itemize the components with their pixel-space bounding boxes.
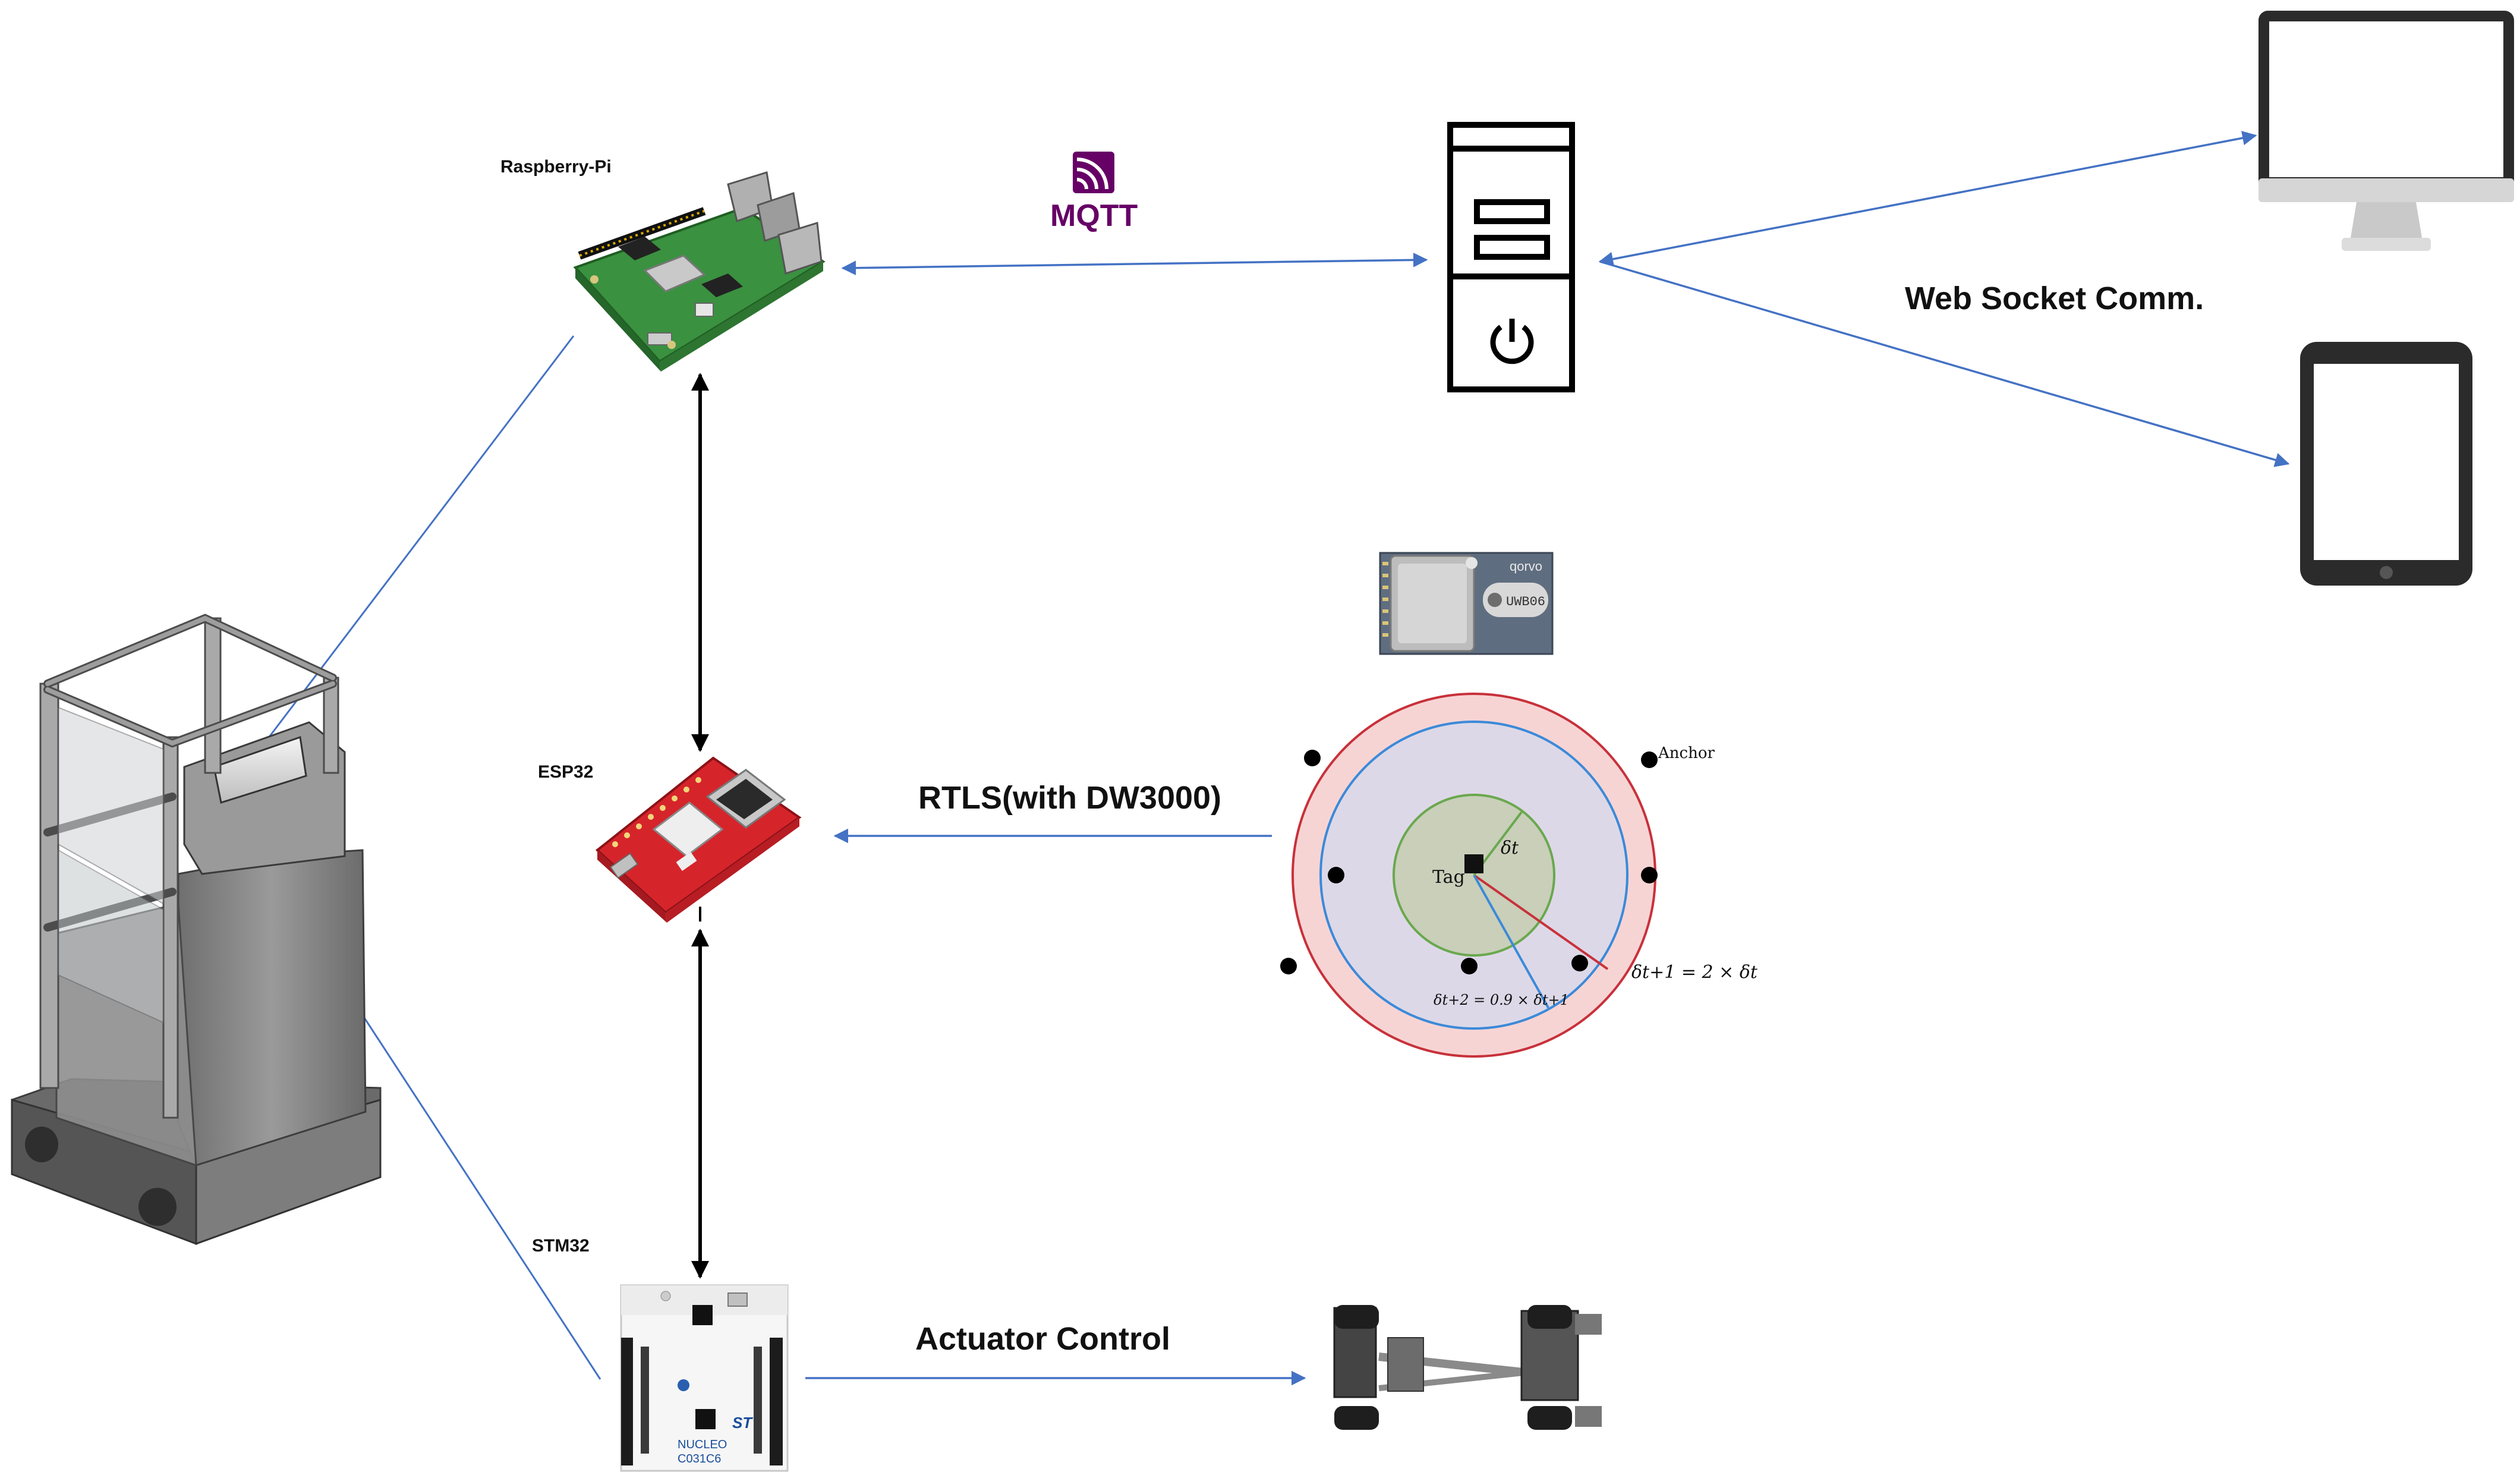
robot-cart-image xyxy=(11,614,382,1246)
nucleo-brand: ST xyxy=(732,1414,753,1432)
rtls-label: RTLS(with DW3000) xyxy=(918,780,1221,816)
nucleo-line2: C031C6 xyxy=(678,1452,721,1465)
eq-delta-t1-label: δt+1 = 2 × δt xyxy=(1631,962,1758,983)
anchor-dots xyxy=(1280,750,1658,974)
mqtt-label: MQTT xyxy=(1050,199,1138,233)
uwb-module-image: qorvo UWB06 xyxy=(1379,552,1554,655)
uwb-model: UWB06 xyxy=(1506,595,1545,609)
tag-label: Tag xyxy=(1432,867,1465,888)
tag-marker xyxy=(1464,854,1483,873)
uwb-brand: qorvo xyxy=(1510,559,1542,574)
monitor-icon xyxy=(2258,11,2514,251)
esp32-label: ESP32 xyxy=(538,762,593,782)
server-icon xyxy=(1447,122,1575,392)
actuator-control-label: Actuator Control xyxy=(915,1321,1170,1357)
mqtt-logo: MQTT xyxy=(1050,152,1138,233)
raspberry-pi-label: Raspberry-Pi xyxy=(500,157,612,177)
web-socket-label: Web Socket Comm. xyxy=(1905,281,2204,316)
delta-t-label: δt xyxy=(1501,838,1519,858)
stm32-label: STM32 xyxy=(532,1236,590,1256)
stm32-nucleo-board-image: ST NUCLEO C031C6 xyxy=(620,1284,789,1472)
raspberry-pi-board-image xyxy=(573,171,826,372)
anchor-label: Anchor xyxy=(1658,744,1715,762)
tablet-icon xyxy=(2300,342,2472,586)
robot-to-raspberry-line xyxy=(263,335,575,744)
data-flow-arrows xyxy=(805,131,2290,1386)
mqtt-link-arrow xyxy=(841,253,1428,275)
rtls-positioning-figure: Anchor Tag δt δt+1 = 2 × δt δt+2 = 0.9 ×… xyxy=(1280,693,1758,1058)
vehicle-chassis-image xyxy=(1333,1305,1602,1430)
websocket-tablet-arrow xyxy=(1599,260,2290,467)
nucleo-line1: NUCLEO xyxy=(678,1438,727,1451)
websocket-monitor-arrow xyxy=(1598,131,2257,266)
eq-delta-t2-label: δt+2 = 0.9 × δt+1 xyxy=(1434,992,1569,1008)
esp32-board-image xyxy=(595,756,802,923)
